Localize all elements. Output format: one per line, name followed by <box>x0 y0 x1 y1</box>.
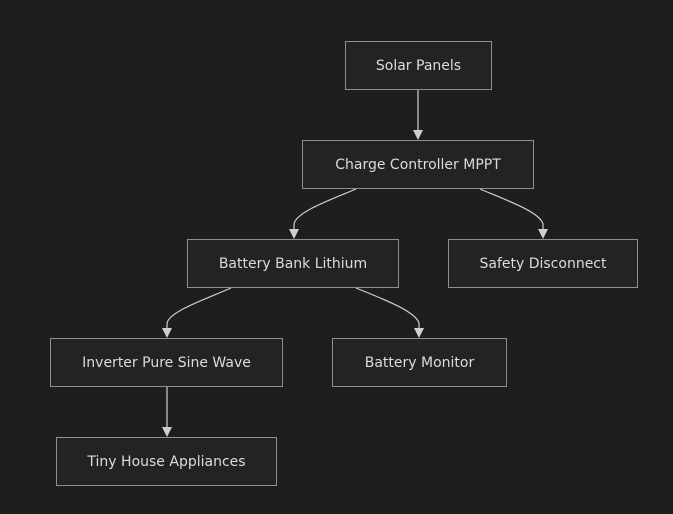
node-label: Battery Monitor <box>364 354 475 371</box>
node-battery-bank: Battery Bank Lithium <box>187 239 399 288</box>
node-solar-panels: Solar Panels <box>345 41 492 90</box>
edge-charge-to-safety <box>479 188 548 239</box>
node-label: Tiny House Appliances <box>87 453 246 470</box>
edge-charge-to-battery <box>289 188 357 239</box>
node-tiny-house-appliances: Tiny House Appliances <box>56 437 277 486</box>
edge-battery-to-monitor <box>355 287 424 338</box>
edge-battery-to-inverter <box>162 287 232 338</box>
node-safety-disconnect: Safety Disconnect <box>448 239 638 288</box>
node-label: Solar Panels <box>375 57 462 74</box>
node-inverter: Inverter Pure Sine Wave <box>50 338 283 387</box>
node-label: Charge Controller MPPT <box>335 156 501 173</box>
node-label: Battery Bank Lithium <box>218 255 368 272</box>
node-battery-monitor: Battery Monitor <box>332 338 507 387</box>
node-label: Safety Disconnect <box>479 255 607 272</box>
node-charge-controller: Charge Controller MPPT <box>302 140 534 189</box>
node-label: Inverter Pure Sine Wave <box>82 354 251 371</box>
